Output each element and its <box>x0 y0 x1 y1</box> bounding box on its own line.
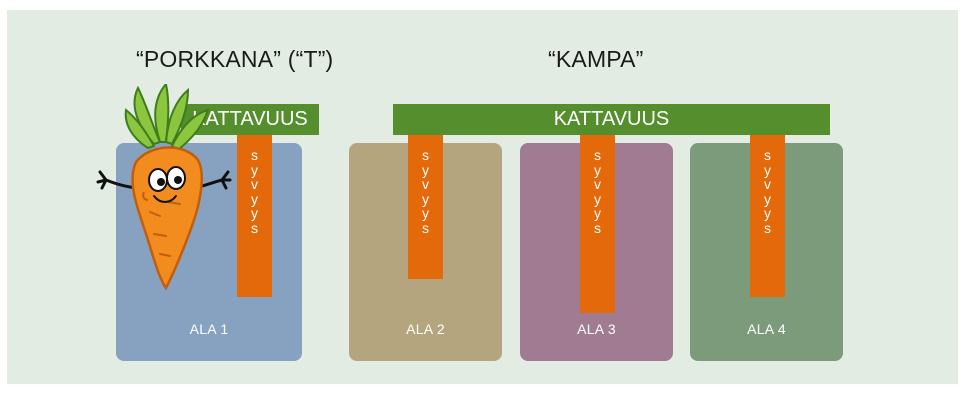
depth-letter: v <box>594 176 601 192</box>
area-1-label: ALA 1 <box>189 321 229 337</box>
depth-letter: y <box>764 190 771 207</box>
depth-bar-1: s y v y y s <box>237 135 272 297</box>
depth-letter: y <box>594 205 601 221</box>
depth-letter: y <box>422 161 429 178</box>
depth-letter: s <box>594 147 601 163</box>
depth-letter: s <box>764 219 771 236</box>
carrot-character-icon <box>96 84 232 291</box>
area-2-label: ALA 2 <box>406 321 445 337</box>
area-3-label: ALA 3 <box>577 321 616 337</box>
depth-letter: v <box>422 176 429 192</box>
depth-letter: y <box>764 161 771 178</box>
depth-letter: y <box>594 190 601 207</box>
depth-letter: y <box>422 205 429 221</box>
depth-letter: y <box>422 190 429 207</box>
depth-letter: y <box>251 205 258 221</box>
depth-letter: s <box>422 147 429 163</box>
depth-letter: v <box>251 176 258 192</box>
depth-letter: y <box>594 161 601 178</box>
depth-letter: s <box>422 219 429 236</box>
depth-bar-2: s y v y y s <box>408 135 443 279</box>
depth-letter: s <box>764 147 771 163</box>
depth-bar-3: s y v y y s <box>580 135 615 313</box>
coverage-bar-comb: KATTAVUUS <box>393 104 830 135</box>
depth-letter: s <box>594 219 601 236</box>
depth-letter: s <box>251 219 258 236</box>
area-4-label: ALA 4 <box>747 321 786 337</box>
depth-letter: s <box>251 147 258 163</box>
depth-letter: y <box>764 205 771 221</box>
depth-bar-4: s y v y y s <box>750 135 785 297</box>
coverage-bar-carrot: KATTAVUUS <box>181 104 319 135</box>
depth-letter: y <box>251 190 258 207</box>
heading-carrot: “PORKKANA” (“T”) <box>136 46 334 72</box>
depth-letter: v <box>764 176 771 192</box>
depth-letter: y <box>251 161 258 178</box>
heading-comb: “KAMPA” <box>548 46 644 72</box>
